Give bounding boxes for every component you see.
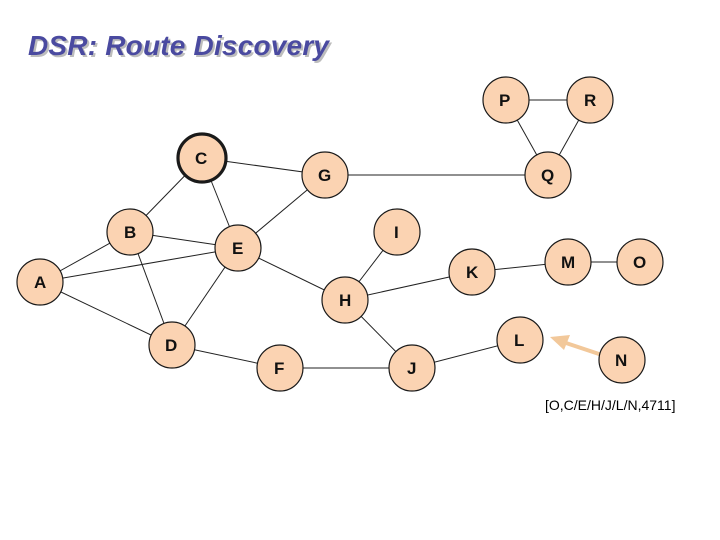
route-arrow xyxy=(550,335,603,357)
svg-text:N: N xyxy=(615,351,627,370)
node-C: C xyxy=(176,132,228,184)
svg-text:L: L xyxy=(514,331,524,350)
node-Q: Q xyxy=(524,151,572,199)
svg-text:B: B xyxy=(124,223,136,242)
svg-text:J: J xyxy=(407,359,416,378)
node-I: I xyxy=(373,208,421,256)
node-M: M xyxy=(544,238,592,286)
node-K: K xyxy=(448,248,496,296)
edge-E-A xyxy=(39,247,239,283)
node-D: D xyxy=(148,321,196,369)
route-record-label: [O,C/E/H/J/L/N,4711] xyxy=(545,397,675,413)
node-B: B xyxy=(106,208,154,256)
node-A: A xyxy=(16,258,64,306)
svg-text:M: M xyxy=(561,253,575,272)
node-F: F xyxy=(256,344,304,392)
svg-text:P: P xyxy=(499,91,510,110)
svg-text:I: I xyxy=(394,223,399,242)
node-N: N xyxy=(598,336,646,384)
node-L: L xyxy=(496,316,544,364)
svg-text:R: R xyxy=(584,91,596,110)
node-G: G xyxy=(301,151,349,199)
node-R: R xyxy=(566,76,614,124)
nodes: P R C G Q B I E K M O A H D L F J N xyxy=(16,76,664,392)
svg-text:F: F xyxy=(274,359,284,378)
svg-text:G: G xyxy=(318,166,331,185)
node-E: E xyxy=(214,224,262,272)
node-O: O xyxy=(616,238,664,286)
node-P: P xyxy=(482,76,530,124)
svg-text:H: H xyxy=(339,291,351,310)
svg-text:A: A xyxy=(34,273,46,292)
svg-text:K: K xyxy=(466,263,479,282)
svg-text:E: E xyxy=(232,239,243,258)
svg-text:D: D xyxy=(165,336,177,355)
node-J: J xyxy=(388,344,436,392)
svg-text:C: C xyxy=(195,149,207,168)
svg-text:Q: Q xyxy=(541,166,554,185)
node-H: H xyxy=(321,276,369,324)
svg-text:O: O xyxy=(633,253,646,272)
slide-title: DSR: Route Discovery xyxy=(28,30,330,61)
edge-A-D xyxy=(39,281,173,346)
